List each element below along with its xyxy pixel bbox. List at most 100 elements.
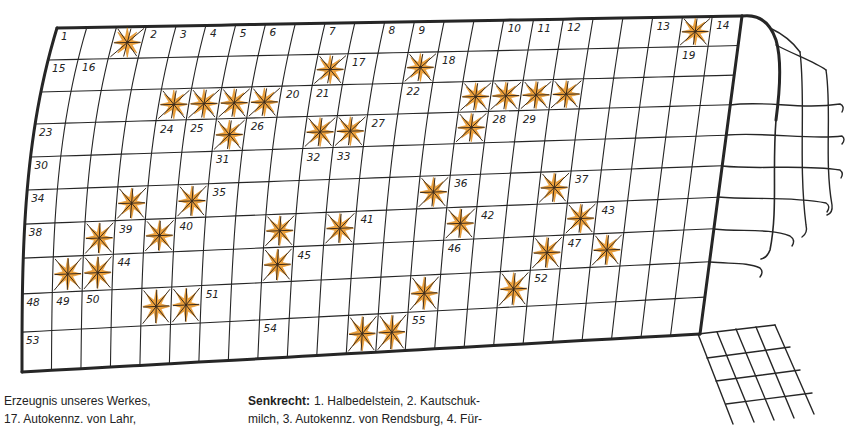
net-strand	[718, 197, 829, 212]
star-ray	[320, 56, 331, 69]
star-ray	[433, 177, 448, 192]
star-ray	[379, 332, 392, 334]
star-ray	[85, 238, 99, 253]
star-ray	[504, 96, 506, 109]
clue-number: 31	[216, 154, 229, 165]
shaded-cell	[145, 220, 173, 251]
star-ray	[132, 188, 133, 203]
star-ray	[410, 293, 424, 310]
shaded-cell	[460, 83, 491, 111]
star-ray	[534, 95, 536, 108]
star-ray	[448, 210, 460, 224]
clue-number: 12	[567, 22, 580, 33]
shaded-cell	[335, 117, 365, 146]
star-ray	[502, 274, 514, 289]
star-fill	[567, 204, 594, 233]
star-ray	[534, 252, 547, 254]
star-ray	[361, 334, 362, 351]
star-ray	[433, 191, 446, 192]
net-flap	[726, 393, 812, 404]
star-ray	[462, 96, 475, 97]
star-ray	[566, 93, 579, 94]
shaded-cell	[566, 204, 596, 233]
star-ray	[327, 228, 340, 230]
star-ray	[459, 223, 460, 237]
star-ray	[595, 236, 607, 250]
star-ray	[277, 249, 279, 264]
star-ray	[193, 90, 204, 104]
clue-number: 7	[329, 26, 336, 37]
star-ray	[314, 70, 330, 84]
star-ray	[268, 217, 280, 231]
star-fill	[84, 257, 111, 289]
star-ray	[362, 333, 375, 335]
star-ray	[471, 114, 473, 128]
star-ray	[564, 94, 566, 107]
star-ray	[227, 135, 229, 149]
star-ray	[535, 238, 547, 252]
clue-number: 39	[119, 224, 132, 235]
clue-number: 49	[56, 296, 69, 307]
star-ray	[234, 103, 245, 116]
clue-number: 53	[26, 335, 39, 346]
net-flap	[717, 332, 754, 422]
star-ray	[458, 127, 471, 128]
clue-number: 50	[86, 294, 99, 305]
star-ray	[340, 213, 354, 228]
net-strand	[726, 134, 844, 144]
star-fill	[326, 213, 353, 243]
star-ray	[320, 118, 322, 132]
star-ray	[172, 305, 186, 322]
star-fill	[221, 89, 248, 118]
star-fill	[553, 81, 580, 108]
clue-number: 3	[180, 29, 187, 40]
star-ray	[340, 228, 352, 242]
shaded-cell	[680, 18, 710, 45]
star-ray	[174, 91, 176, 105]
star-ray	[118, 203, 131, 204]
star-ray	[132, 188, 146, 203]
star-ray	[55, 274, 68, 276]
shaded-cell	[265, 216, 294, 246]
star-ray	[177, 201, 192, 216]
star-ray	[262, 102, 264, 116]
star-ray	[132, 202, 145, 203]
shaded-cell	[219, 89, 250, 118]
star-ray	[554, 174, 556, 188]
star-ray	[541, 187, 554, 188]
star-ray	[506, 82, 508, 95]
clue-number: 28	[493, 114, 506, 125]
clue-text: 17. Autokennz. von Lahr,	[4, 413, 136, 426]
net-flap	[698, 334, 733, 424]
net-border	[700, 16, 742, 334]
star-ray	[185, 305, 187, 321]
star-fill	[682, 18, 709, 45]
star-ray	[232, 103, 234, 117]
star-fill	[146, 220, 173, 250]
clue-number: 43	[602, 205, 615, 216]
star-ray	[110, 43, 127, 57]
net-strand	[730, 104, 843, 112]
star-ray	[186, 288, 200, 305]
star-ray	[68, 273, 81, 275]
star-ray	[581, 217, 594, 219]
star-ray	[55, 259, 68, 274]
star-ray	[506, 82, 521, 96]
clue-number: 36	[454, 178, 467, 189]
shaded-cell	[378, 315, 406, 350]
star-fill	[411, 277, 438, 310]
star-ray	[67, 258, 68, 274]
star-ray	[607, 235, 609, 250]
star-ray	[471, 128, 482, 141]
star-ray	[605, 250, 607, 265]
star-ray	[99, 223, 101, 238]
shaded-cell	[532, 237, 561, 268]
clue-number: 2	[150, 29, 157, 40]
star-ray	[555, 81, 566, 94]
star-ray	[420, 67, 433, 68]
star-ray	[380, 316, 392, 332]
star-ray	[525, 82, 536, 95]
star-ray	[117, 203, 131, 218]
star-ray	[143, 306, 156, 308]
star-ray	[420, 54, 436, 68]
